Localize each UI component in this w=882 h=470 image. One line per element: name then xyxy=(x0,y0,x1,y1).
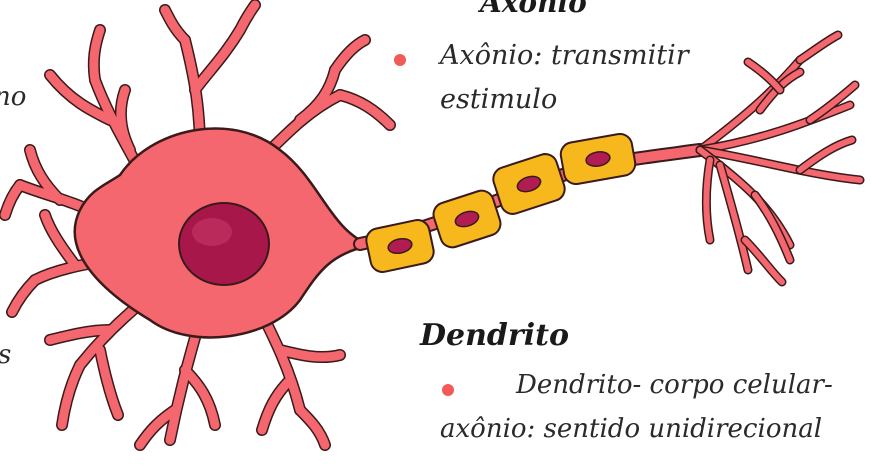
axon-bullet-dot-icon xyxy=(394,54,406,66)
axon-bullet-text-line1: Axônio: transmitir xyxy=(440,40,689,71)
schwann-cell xyxy=(430,188,503,251)
dendrite-branch xyxy=(195,30,240,90)
cut-off-text-left-bottom: s xyxy=(0,340,11,370)
dendrite-bullet-text-line1: Dendrito- corpo celular- xyxy=(516,370,833,400)
dendrite-bullet-text-line2: axônio: sentido unidirecional xyxy=(440,414,822,444)
axon-terminal-branch xyxy=(800,140,852,170)
axon-terminals xyxy=(700,35,860,282)
dendrite-bullet-dot-icon xyxy=(442,384,454,396)
myelin-sheath xyxy=(364,132,637,274)
dendrite-branch xyxy=(62,365,80,425)
axon-bullet-text-line2: estimulo xyxy=(440,84,557,115)
cell-nucleus xyxy=(179,203,269,285)
nucleus-highlight xyxy=(192,218,232,246)
axon-heading: Axônio xyxy=(480,0,587,19)
dendrite-branch xyxy=(45,215,75,265)
axon-terminal-branch xyxy=(745,240,782,282)
dendrite-heading: Dendrito xyxy=(420,318,569,353)
dendrite-branch xyxy=(121,90,130,150)
axon-terminal-branch xyxy=(800,35,838,60)
schwann-cell xyxy=(364,218,436,274)
axon-terminal-branch xyxy=(748,62,780,90)
schwann-cell xyxy=(559,132,637,186)
cut-off-text-left-top: no xyxy=(0,82,26,112)
schwann-cell xyxy=(490,151,568,217)
